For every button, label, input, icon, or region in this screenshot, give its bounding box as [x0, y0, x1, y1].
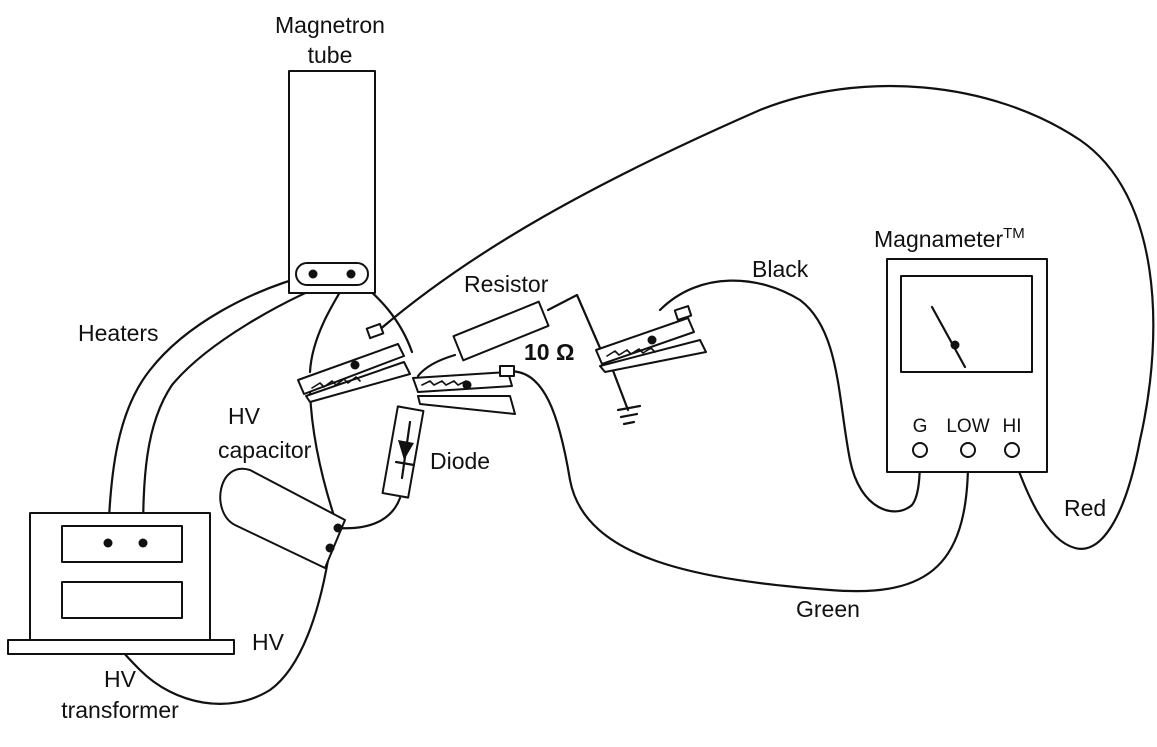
ground-symbol — [616, 404, 642, 426]
magnetron-body — [288, 70, 376, 294]
transformer-terminal-1 — [103, 538, 113, 548]
label-terminal-hi: HI — [1003, 416, 1022, 437]
label-black: Black — [752, 256, 809, 282]
green-wire — [503, 370, 970, 593]
hv-capacitor — [219, 467, 346, 569]
terminal-g-jack — [912, 442, 928, 458]
label-terminal-g: G — [913, 416, 928, 437]
heater-terminal-strip — [295, 262, 369, 286]
label-resistor: Resistor — [464, 271, 549, 297]
ground-lead — [610, 366, 630, 412]
red-wire — [368, 84, 1155, 550]
label-diode: Diode — [430, 448, 490, 474]
label-magnetron-line2: tube — [308, 42, 353, 68]
transformer-base — [7, 639, 235, 655]
label-red: Red — [1064, 495, 1106, 521]
label-green: Green — [796, 596, 860, 622]
heater-terminal-2 — [346, 269, 356, 279]
label-magnameter: MagnameterTM — [874, 225, 1025, 252]
capacitor-body — [219, 467, 346, 569]
diode-symbol-line — [400, 420, 412, 480]
heater-wire-2 — [141, 272, 353, 545]
diode-to-capacitor-wire — [336, 496, 402, 530]
diode — [381, 405, 425, 499]
label-hv-capacitor-line1: HV — [228, 403, 261, 429]
meter-needle — [930, 305, 967, 369]
transformer-heater-winding — [61, 525, 183, 563]
meter-pivot — [950, 340, 960, 350]
terminal-hi-jack — [1004, 442, 1020, 458]
transformer-terminal-2 — [138, 538, 148, 548]
transformer-hv-winding — [61, 581, 183, 619]
label-magnetron-line1: Magnetron — [275, 12, 385, 38]
alligator-clip-left — [297, 322, 411, 403]
heater-wire-1 — [106, 272, 315, 545]
resistor — [452, 300, 550, 362]
label-hv-transformer-line2: transformer — [61, 697, 179, 723]
heater-terminal-1 — [308, 269, 318, 279]
capacitor-case-terminal — [325, 543, 335, 553]
hv-transformer — [7, 512, 235, 655]
label-resistance-value: 10 Ω — [524, 339, 574, 365]
label-hv-capacitor-line2: capacitor — [218, 437, 312, 463]
label-hv: HV — [252, 629, 285, 655]
labels: Magnetron tube Heaters Resistor 10 Ω Bla… — [61, 12, 1106, 723]
terminal-low-jack — [960, 442, 976, 458]
resistor-to-ground-wire — [546, 293, 602, 350]
capacitor-terminal — [333, 523, 343, 533]
magnameter — [886, 258, 1048, 473]
magnetron-tube — [288, 70, 376, 294]
label-heaters: Heaters — [78, 320, 159, 346]
alligator-clip-ground — [595, 305, 707, 373]
label-terminal-low: LOW — [946, 416, 989, 437]
meter-dial-window — [900, 275, 1033, 373]
resistor-to-clip-wire — [416, 353, 457, 378]
black-wire — [658, 279, 922, 513]
resistor-body — [452, 300, 550, 362]
alligator-clip-center — [412, 365, 516, 415]
label-hv-transformer-line1: HV — [104, 666, 137, 692]
